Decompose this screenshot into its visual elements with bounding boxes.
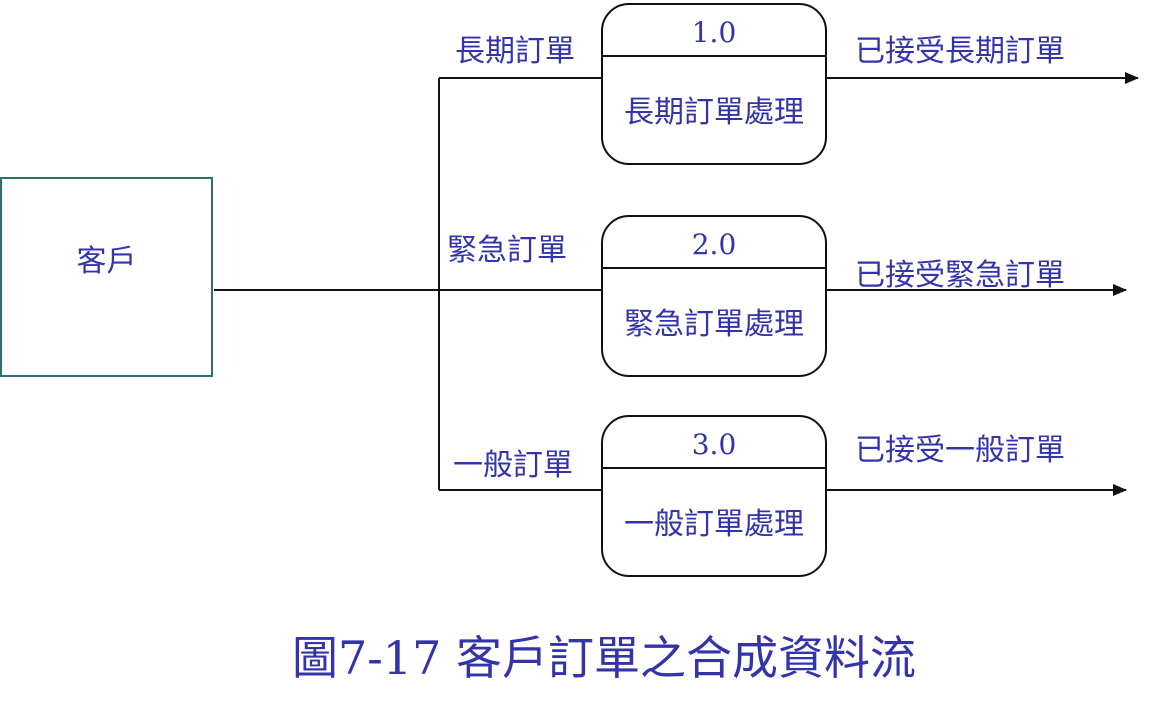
output-flow-label: 已接受一般訂單 [855, 433, 1065, 468]
process-name: 一般訂單處理 [624, 507, 804, 542]
entity-label: 客戶 [76, 244, 137, 279]
process-3: 3.0 一般訂單處理 [601, 415, 827, 577]
external-entity-customer: 客戶 [0, 177, 213, 377]
figure-caption: 圖7-17 客戶訂單之合成資料流 [292, 631, 916, 685]
output-flow-label: 已接受長期訂單 [855, 34, 1065, 69]
process-id: 1.0 [603, 5, 825, 57]
input-flow-label: 緊急訂單 [447, 233, 567, 268]
process-name: 長期訂單處理 [624, 95, 804, 130]
process-1: 1.0 長期訂單處理 [601, 3, 827, 165]
process-id: 3.0 [603, 417, 825, 469]
process-id: 2.0 [603, 217, 825, 269]
process-name: 緊急訂單處理 [624, 307, 804, 342]
input-flow-label: 一般訂單 [453, 448, 573, 483]
process-2: 2.0 緊急訂單處理 [601, 215, 827, 377]
output-flow-label: 已接受緊急訂單 [855, 258, 1065, 293]
input-flow-label: 長期訂單 [455, 34, 575, 69]
